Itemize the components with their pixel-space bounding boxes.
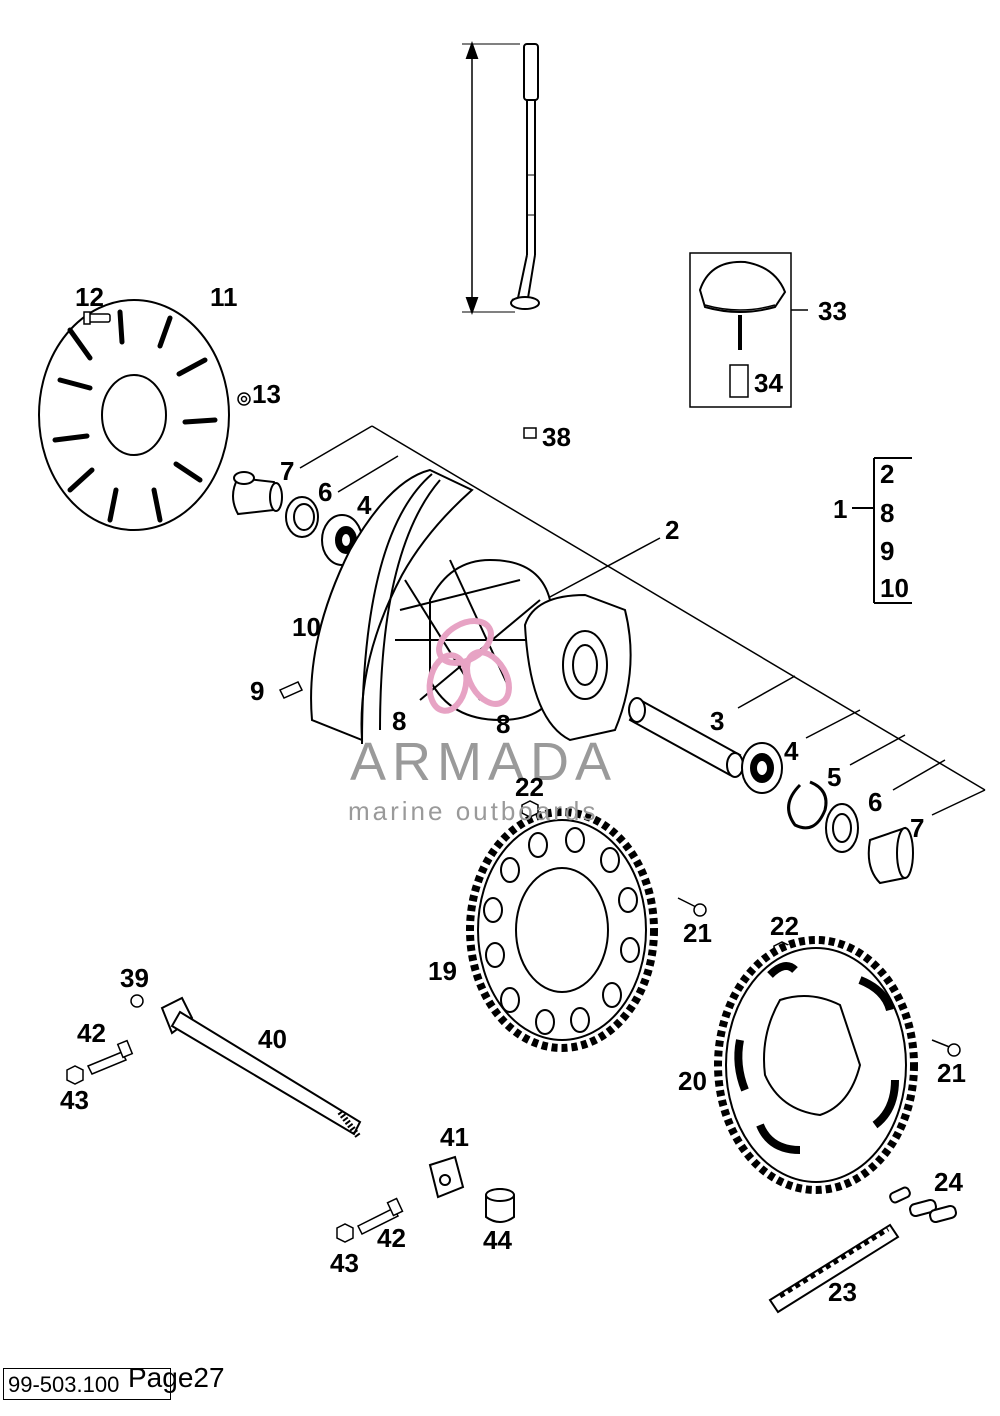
callout-41: 41 (440, 1122, 469, 1152)
callout-42-b: 42 (377, 1223, 406, 1253)
page-number: Page27 (128, 1362, 225, 1393)
callout-2: 2 (665, 515, 679, 545)
adjuster-bolt-right (356, 1197, 404, 1236)
spacer-right (867, 826, 914, 885)
callout-38: 38 (542, 422, 571, 452)
callout-21-a: 21 (683, 918, 712, 948)
axle-nut (130, 994, 144, 1008)
adjuster-nut-left (66, 1065, 84, 1085)
rim-valve (278, 681, 304, 699)
brake-disc (38, 299, 230, 531)
callout-22-b: 22 (770, 911, 799, 941)
callout-21-b: 21 (937, 1058, 966, 1088)
callout-12: 12 (75, 282, 104, 312)
seal-ring-right (825, 803, 859, 853)
callout-9: 9 (250, 676, 264, 706)
explosion-axis-lines (299, 425, 986, 816)
callout-11: 11 (210, 282, 238, 312)
circlip (787, 780, 828, 830)
wheel-hub (395, 558, 632, 742)
disc-nut (237, 392, 251, 406)
chain-adjuster (428, 1155, 465, 1199)
sprocket-large (466, 808, 658, 1052)
bearing-right (741, 742, 783, 794)
sprocket-nut-a (521, 800, 539, 818)
callout-7-right: 7 (910, 813, 924, 843)
callout-3: 3 (710, 706, 724, 736)
callout-13: 13 (252, 379, 281, 409)
adjuster-bolt-left (86, 1039, 134, 1075)
axle-spacer-tube (628, 697, 744, 778)
callout-1: 1 (833, 494, 847, 524)
callout-42-a: 42 (77, 1018, 106, 1048)
callout-43-b: 43 (330, 1248, 359, 1278)
callout-5: 5 (827, 762, 841, 792)
callout-33: 33 (818, 296, 847, 326)
callout-10: 10 (292, 612, 321, 642)
group-bracket (852, 457, 912, 604)
bracket-item-8: 8 (880, 498, 894, 528)
callout-7-left: 7 (280, 456, 294, 486)
callout-20: 20 (678, 1066, 707, 1096)
callout-4-right: 4 (784, 736, 799, 766)
valve-kit-box (689, 252, 808, 408)
callout-43-a: 43 (60, 1085, 89, 1115)
callout-4-left: 4 (357, 490, 372, 520)
callout-40: 40 (258, 1024, 287, 1054)
catalog-code: 99-503.100 (3, 1368, 171, 1400)
sprocket-bolt-a (677, 897, 707, 917)
callout-6-right: 6 (868, 787, 882, 817)
watermark-logo (426, 618, 512, 714)
callout-39: 39 (120, 963, 149, 993)
callout-8-b: 8 (496, 709, 510, 739)
callout-19: 19 (428, 956, 457, 986)
wheel-axle (160, 996, 362, 1138)
watermark-tagline: marine outboards (348, 796, 598, 826)
sprocket-bolt-b (931, 1039, 961, 1057)
adjuster-nut-right (336, 1223, 354, 1243)
bracket-item-2: 2 (880, 459, 894, 489)
callout-44: 44 (483, 1225, 512, 1255)
wheel-rim (310, 468, 474, 745)
disc-bolt (83, 311, 111, 325)
spoke-drawing (462, 41, 540, 315)
valve-cap (523, 427, 537, 439)
callout-24: 24 (934, 1167, 963, 1197)
drive-chain (768, 1223, 900, 1314)
seal-ring-left (285, 496, 319, 538)
callout-23: 23 (828, 1277, 857, 1307)
cap-nut (485, 1188, 515, 1223)
callout-6-left: 6 (318, 477, 332, 507)
watermark: ARMADA marine outboards (348, 618, 617, 826)
sprocket-alternative (714, 936, 918, 1194)
chain-link (889, 1186, 957, 1224)
bracket-item-9: 9 (880, 536, 894, 566)
callout-22-a: 22 (515, 772, 544, 802)
spacer-left (232, 471, 283, 516)
bracket-item-10: 10 (880, 573, 909, 603)
callout-labels: 12 11 13 7 6 4 10 9 8 8 2 38 33 34 1 2 8… (60, 282, 966, 1307)
callout-34: 34 (754, 368, 783, 398)
watermark-brand: ARMADA (350, 732, 617, 792)
callout-8-a: 8 (392, 706, 406, 736)
